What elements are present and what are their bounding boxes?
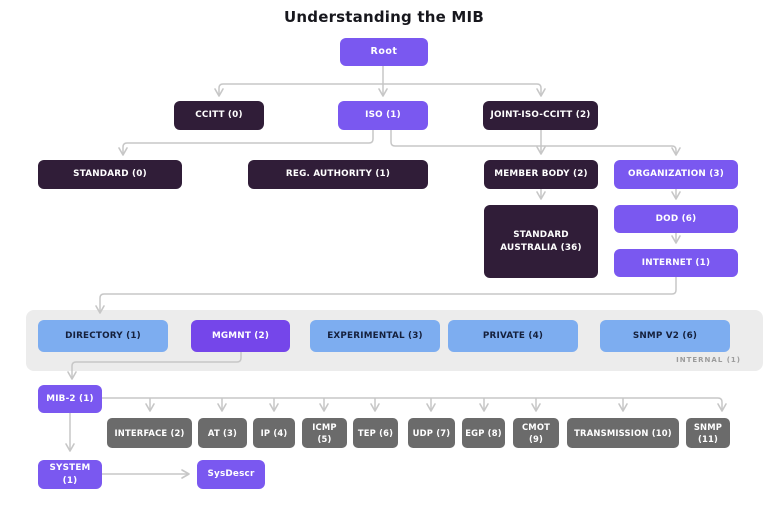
node-egp: EGP (8) (462, 418, 505, 448)
node-snmp-v2: SNMP V2 (6) (600, 320, 730, 352)
node-icmp: ICMP (5) (302, 418, 347, 448)
node-organization: ORGANIZATION (3) (614, 160, 738, 189)
node-system: SYSTEM (1) (38, 460, 102, 489)
node-ip: IP (4) (253, 418, 295, 448)
node-joint-iso-ccitt: JOINT-ISO-CCITT (2) (483, 101, 598, 130)
node-iso: ISO (1) (338, 101, 428, 130)
node-member-body: MEMBER BODY (2) (484, 160, 598, 189)
node-root: Root (340, 38, 428, 66)
node-tep: TEP (6) (353, 418, 398, 448)
node-mgmnt: MGMNT (2) (191, 320, 290, 352)
internal-band-label: INTERNAL (1) (676, 356, 741, 364)
node-cmot: CMOT (9) (513, 418, 559, 448)
node-udp: UDP (7) (408, 418, 455, 448)
node-at: AT (3) (198, 418, 247, 448)
node-standard-australia: STANDARD AUSTRALIA (36) (484, 205, 598, 278)
node-reg-authority: REG. AUTHORITY (1) (248, 160, 428, 189)
node-standard: STANDARD (0) (38, 160, 182, 189)
node-experimental: EXPERIMENTAL (3) (310, 320, 440, 352)
node-dod: DOD (6) (614, 205, 738, 233)
node-private: PRIVATE (4) (448, 320, 578, 352)
diagram-title: Understanding the MIB (284, 8, 484, 26)
node-internet: INTERNET (1) (614, 249, 738, 277)
node-sysdescr: SysDescr (197, 460, 265, 489)
node-snmp: SNMP (11) (686, 418, 730, 448)
node-ccitt: CCITT (0) (174, 101, 264, 130)
node-interface: INTERFACE (2) (107, 418, 192, 448)
node-transmission: TRANSMISSION (10) (567, 418, 679, 448)
node-mib2: MIB-2 (1) (38, 385, 102, 413)
node-directory: DIRECTORY (1) (38, 320, 168, 352)
